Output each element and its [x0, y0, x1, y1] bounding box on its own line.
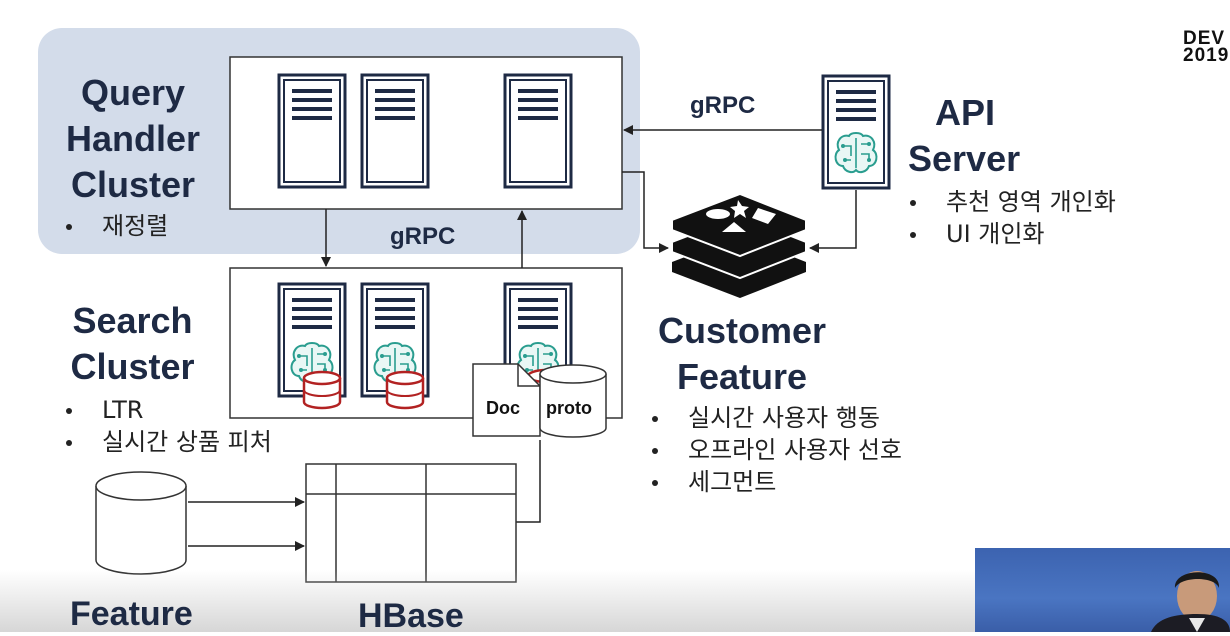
hbase-label: HBase — [358, 597, 464, 635]
arrow-api-to-redis — [809, 190, 857, 253]
logo-line-1: DEV — [1183, 28, 1226, 49]
presenter-figure — [1151, 571, 1230, 632]
proto-label: proto — [546, 398, 592, 418]
hbase-to-proto-line — [516, 440, 541, 523]
search-cluster-title-line-2: Cluster — [70, 346, 195, 387]
query-handler-title-line-3: Cluster — [70, 164, 196, 205]
customer-feature-title-line-1: Customer — [657, 310, 827, 351]
grpc-label-middle: gRPC — [390, 223, 456, 250]
query-handler-title-line-1: Query — [80, 72, 186, 113]
database-cylinder-icon — [302, 370, 342, 410]
redis-stack-icon — [671, 192, 807, 298]
doc-label: Doc — [486, 398, 521, 418]
query-handler-bullet: 재정렬 — [62, 210, 168, 242]
server-rack-icon — [277, 73, 347, 189]
customer-feature-bullet: 오프라인 사용자 선호 — [648, 434, 902, 466]
api-server-title-line-2: Server — [908, 138, 1021, 179]
grpc-label-top: gRPC — [690, 92, 756, 119]
query-handler-title: Query Handler Cluster — [48, 70, 218, 208]
database-cylinder-icon — [385, 370, 425, 410]
query-handler-title-line-2: Handler — [65, 118, 201, 159]
customer-feature-title: Customer Feature — [648, 308, 836, 400]
hbase-table — [305, 463, 517, 583]
search-cluster-bullet: LTR — [62, 394, 272, 426]
search-cluster-title: Search Cluster — [55, 298, 210, 390]
api-server-title: API Server — [908, 90, 1020, 182]
query-handler-bullets: 재정렬 — [62, 210, 168, 242]
neural-brain-icon — [834, 132, 878, 174]
arrow-query-to-redis — [622, 171, 669, 253]
dev-logo: DEV 2019 — [1183, 28, 1230, 66]
search-cluster-title-line-1: Search — [72, 300, 193, 341]
customer-feature-bullet: 세그먼트 — [648, 466, 902, 498]
server-rack-icon — [503, 73, 573, 189]
logo-line-2: 2019 — [1183, 45, 1230, 66]
customer-feature-bullets: 실시간 사용자 행동 오프라인 사용자 선호 세그먼트 — [648, 402, 902, 498]
search-cluster-bullets: LTR 실시간 상품 피처 — [62, 394, 272, 458]
server-rack-icon — [360, 73, 430, 189]
feature-label: Feature — [70, 595, 193, 633]
api-server-bullet: 추천 영역 개인화 — [906, 186, 1116, 218]
customer-feature-title-line-2: Feature — [676, 356, 808, 397]
api-server-bullet: UI 개인화 — [906, 218, 1116, 250]
customer-feature-bullet: 실시간 사용자 행동 — [648, 402, 902, 434]
api-server-bullets: 추천 영역 개인화 UI 개인화 — [906, 186, 1116, 250]
feature-db-icon — [95, 471, 187, 575]
proto-cylinder-icon — [539, 364, 607, 438]
presenter-video — [975, 548, 1230, 632]
api-server-title-line-1: API — [935, 92, 996, 133]
search-cluster-bullet: 실시간 상품 피처 — [62, 426, 272, 458]
